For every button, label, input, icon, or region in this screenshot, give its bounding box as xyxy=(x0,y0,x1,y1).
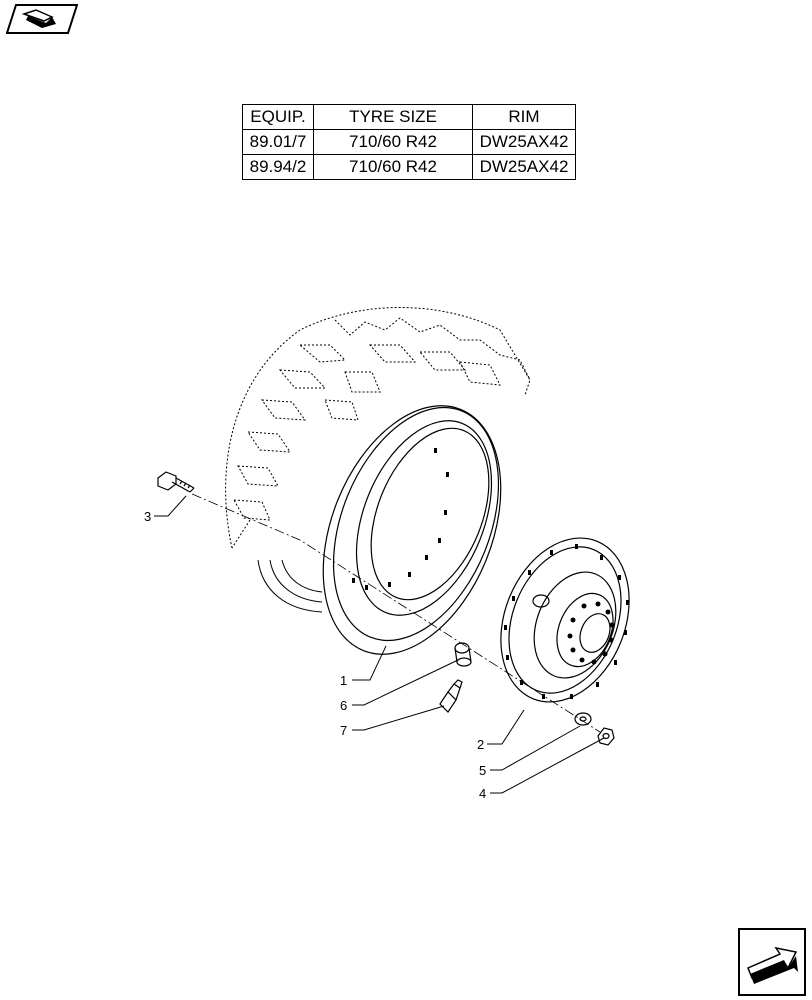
tyre-valve xyxy=(439,679,463,713)
callout-3: 3 xyxy=(144,509,151,524)
callout-4: 4 xyxy=(479,786,486,801)
rim xyxy=(322,405,502,655)
washer xyxy=(574,712,592,726)
table-row: 89.94/2 710/60 R42 DW25AX42 xyxy=(242,154,576,180)
previous-page-button[interactable] xyxy=(6,4,78,34)
disc-outer-holes xyxy=(504,544,629,699)
tyre-outline xyxy=(225,307,531,549)
previous-page-arrow-icon xyxy=(21,9,56,28)
spacer xyxy=(454,642,472,667)
assembly-axis-line xyxy=(191,493,601,733)
table-row: 89.01/7 710/60 R42 DW25AX42 xyxy=(242,129,576,155)
cell-rim: DW25AX42 xyxy=(472,154,576,180)
bolt xyxy=(157,471,195,493)
tyre-sidewall xyxy=(257,559,323,613)
header-rim: RIM xyxy=(472,104,576,130)
cell-rim: DW25AX42 xyxy=(472,129,576,155)
next-page-arrow-icon xyxy=(747,946,798,984)
cell-equip: 89.94/2 xyxy=(242,154,314,180)
callout-2: 2 xyxy=(477,737,484,752)
callout-1: 1 xyxy=(340,673,347,688)
leader-lines xyxy=(154,495,605,794)
cell-tyre-size: 710/60 R42 xyxy=(313,154,473,180)
disc-hub-boss xyxy=(532,594,550,608)
header-tyre-size: TYRE SIZE xyxy=(313,104,473,130)
nut xyxy=(597,727,615,746)
cell-equip: 89.01/7 xyxy=(242,129,314,155)
callout-5: 5 xyxy=(479,763,486,778)
next-page-button[interactable] xyxy=(738,928,806,996)
cell-tyre-size: 710/60 R42 xyxy=(313,129,473,155)
tyre-spec-table: EQUIP. TYRE SIZE RIM 89.01/7 710/60 R42 … xyxy=(242,104,576,180)
wheel-disc xyxy=(500,537,630,703)
rim-holes xyxy=(352,448,449,590)
disc-stud-holes xyxy=(567,601,615,665)
table-header-row: EQUIP. TYRE SIZE RIM xyxy=(242,104,576,130)
callout-7: 7 xyxy=(340,723,347,738)
callout-6: 6 xyxy=(340,698,347,713)
